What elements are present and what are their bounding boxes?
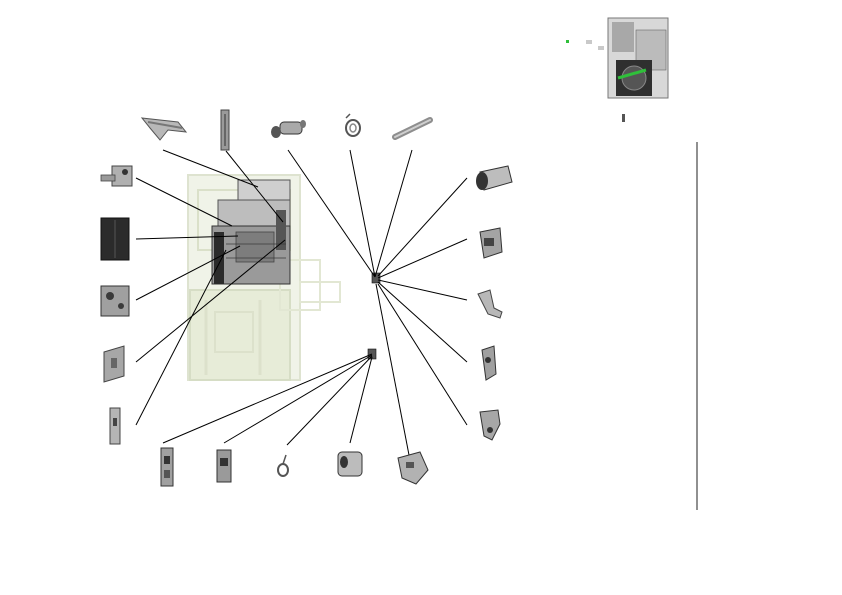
part-latch-plate-a	[160, 447, 174, 487]
leader-lines	[135, 149, 468, 456]
part-guide-block	[397, 451, 429, 485]
part-latch-plate-b	[216, 449, 232, 483]
part-small-spring	[277, 454, 289, 477]
part-coil-spring	[345, 113, 361, 137]
part-roller-shaft	[271, 120, 306, 138]
part-dark-plate	[100, 217, 130, 261]
part-hook-lever	[479, 409, 501, 441]
part-clip-holder	[479, 227, 503, 259]
part-hinge-lever	[481, 345, 497, 381]
part-cylinder-cover	[476, 165, 513, 191]
part-long-pin	[392, 117, 433, 140]
overview-thumbnail	[566, 17, 669, 122]
part-gear-plate	[100, 285, 130, 317]
part-side-bracket	[103, 345, 125, 383]
part-slot-plate	[109, 407, 121, 445]
part-spring-clip	[477, 289, 503, 319]
part-bushing-block	[337, 451, 363, 477]
part-side-frame-left	[100, 165, 133, 187]
part-top-bracket	[140, 117, 188, 141]
part-vertical-rail	[220, 109, 230, 151]
